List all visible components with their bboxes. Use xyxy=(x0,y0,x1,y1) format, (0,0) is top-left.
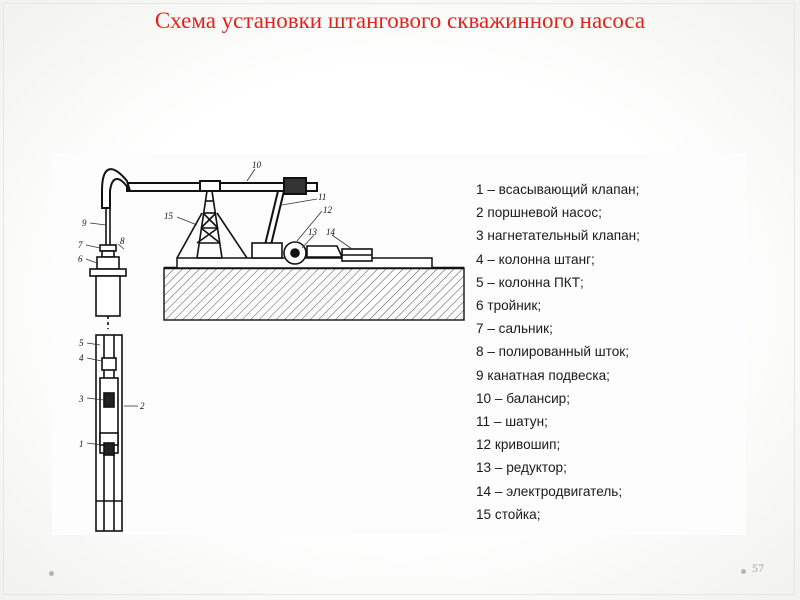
legend-item: 15 стойка; xyxy=(476,506,541,522)
horse-head xyxy=(101,168,131,209)
callout-13: 13 xyxy=(308,227,318,237)
legend-item: 9 канатная подвеска; xyxy=(476,367,610,383)
legend-item: 10 – балансир; xyxy=(476,390,570,406)
legend-item: 8 – полированный шток; xyxy=(476,344,629,360)
callout-9: 9 xyxy=(82,218,87,228)
callout-10: 10 xyxy=(252,160,262,170)
legend-item: 11 – шатун; xyxy=(476,414,548,430)
pump-diagram-svg: 1 2 3 4 5 6 7 8 9 10 11 12 13 14 15 xyxy=(78,160,465,532)
decorative-dot-right xyxy=(741,569,746,574)
slide-title: Схема установки штангового скважинного н… xyxy=(154,8,646,33)
callout-1: 1 xyxy=(79,439,84,449)
legend-item: 5 – колонна ПКТ; xyxy=(476,274,584,290)
callout-15: 15 xyxy=(164,211,174,221)
component-legend: 1 – всасывающий клапан; 2 поршневой насо… xyxy=(476,178,640,526)
callout-7: 7 xyxy=(78,240,83,250)
pump-diagram-figure: 1 2 3 4 5 6 7 8 9 10 11 12 13 14 15 xyxy=(52,153,746,535)
legend-item: 13 – редуктор; xyxy=(476,460,567,476)
electric-motor xyxy=(341,248,373,262)
callout-labels: 1 2 3 4 5 6 7 8 9 10 11 12 13 14 15 xyxy=(78,160,336,449)
walking-beam xyxy=(126,177,318,195)
stand xyxy=(176,190,248,259)
callout-4: 4 xyxy=(79,353,84,363)
callout-5: 5 xyxy=(79,338,84,348)
downhole-pump-assembly xyxy=(95,334,123,532)
foundation xyxy=(163,257,465,321)
callout-3: 3 xyxy=(78,394,84,404)
legend-item: 2 поршневой насос; xyxy=(476,205,602,221)
callout-11: 11 xyxy=(318,192,326,202)
legend-item: 12 кривошип; xyxy=(476,437,561,453)
callout-8: 8 xyxy=(120,236,125,246)
gearbox xyxy=(251,241,344,265)
page-number: 57 xyxy=(752,561,764,575)
legend-item: 3 нагнетательный клапан; xyxy=(476,228,640,244)
decorative-dot-left xyxy=(49,571,54,576)
callout-12: 12 xyxy=(323,205,333,215)
wellhead xyxy=(89,208,127,329)
slide-frame xyxy=(3,3,795,595)
legend-item: 6 тройник; xyxy=(476,298,542,314)
legend-item: 1 – всасывающий клапан; xyxy=(476,182,640,197)
callout-14: 14 xyxy=(326,227,336,237)
callout-6: 6 xyxy=(78,254,83,264)
legend-item: 7 – сальник; xyxy=(476,321,553,337)
leader-lines xyxy=(85,168,353,446)
legend-item: 14 – электродвигатель; xyxy=(476,483,623,499)
callout-2: 2 xyxy=(140,401,145,411)
pitman-rod xyxy=(263,190,285,250)
legend-item: 4 – колонна штанг; xyxy=(476,251,595,267)
